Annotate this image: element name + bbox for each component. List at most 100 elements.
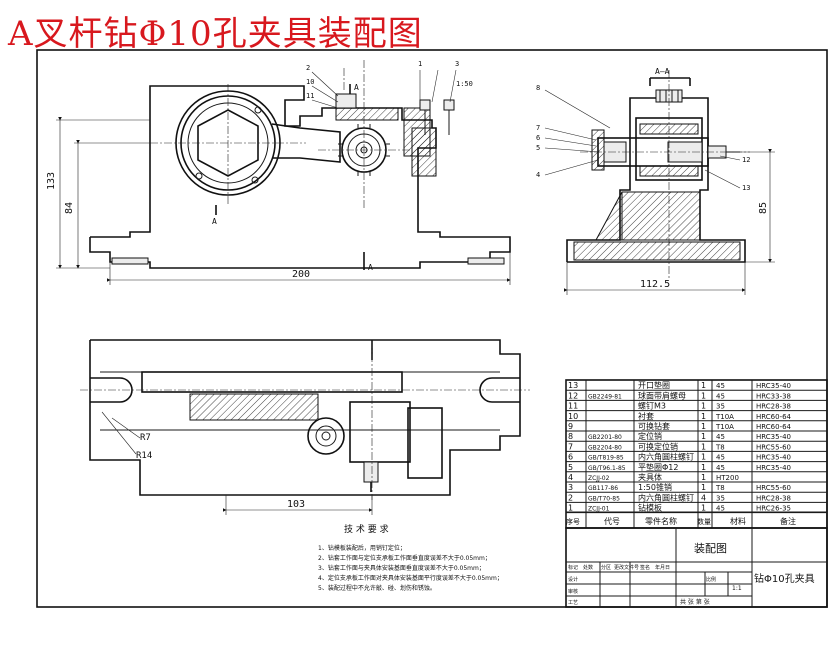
bom-cell: HRC60-64 <box>756 423 792 431</box>
bom-cell: 可换钻套 <box>638 421 670 431</box>
note: 2、钻套工作面与定位支承板工作面垂直度误差不大于0.05mm； <box>318 554 491 562</box>
role-label: 设计 <box>568 576 578 583</box>
callout: 11 <box>306 92 314 100</box>
callout: 13 <box>742 184 750 192</box>
bom-cell: 1 <box>701 412 706 421</box>
bom-cell: GB2249-81 <box>588 393 622 400</box>
plan-view <box>80 339 530 515</box>
callout: 5 <box>536 144 540 152</box>
section-marks: A A A A—A <box>212 67 670 272</box>
callout: 4 <box>536 171 540 179</box>
callout: 3 <box>455 60 459 68</box>
note: 5、装配过程中不允许敲、碰、划伤和锈蚀。 <box>318 584 436 592</box>
bom-cell: 45 <box>716 505 725 513</box>
dim-height-side: 85 <box>758 202 769 214</box>
bom-cell: 1 <box>701 504 706 513</box>
bom-cell: 10 <box>568 412 578 421</box>
drawing-border <box>36 49 828 608</box>
section-mark: A <box>212 217 217 226</box>
callout: 1 <box>418 60 422 68</box>
title-block: 装配图 钻Φ10孔夹具 标记 处数 分区 更改文件号 签名 年月日 设计 审核 … <box>565 527 828 608</box>
role-label: 审核 <box>568 588 578 595</box>
bom-cell: 内六角圆柱螺钉 <box>638 492 694 502</box>
bom-cell: GB/T96.1-85 <box>588 465 626 472</box>
bom-cell: 内六角圆柱螺钉 <box>638 452 694 462</box>
dim-width-side: 112.5 <box>640 279 670 290</box>
bom-cell: GB2204-80 <box>588 444 622 451</box>
bom-header: 数量 <box>697 517 711 526</box>
section-mark: A—A <box>655 67 670 76</box>
bom-cell: HRC28-38 <box>756 494 791 502</box>
callout: 2 <box>306 64 310 72</box>
bom-cell: HT200 <box>716 474 739 482</box>
note: 1、钻模板装配后，用销钉定位； <box>318 544 406 552</box>
bom-header: 零件名称 <box>645 516 677 526</box>
bom-cell: 35 <box>716 403 725 411</box>
bom-cell: T8 <box>715 484 725 492</box>
bom-cell: 夹具体 <box>638 472 662 482</box>
bom-cell: T10A <box>715 423 734 431</box>
note: 4、定位支承板工作面对夹具体安装基面平行度误差不大于0.05mm； <box>318 574 503 582</box>
bom-cell: 1 <box>701 453 706 462</box>
bom-cell: 2 <box>568 493 573 502</box>
scale-label: 比例 <box>706 576 716 583</box>
bom-cell: HRC33-38 <box>756 392 791 400</box>
bom-cell: 1 <box>568 504 573 513</box>
technical-notes: 技 术 要 求 1、钻模板装配后，用销钉定位； 2、钻套工作面与定位支承板工作面… <box>318 523 503 592</box>
bom-cell: 开口垫圈 <box>638 380 670 390</box>
bom-cell: 1 <box>701 381 706 390</box>
callout: 6 <box>536 134 540 142</box>
callout: 8 <box>536 84 540 92</box>
bom-cell: HRC35-40 <box>756 464 791 472</box>
dim-width-plan: 103 <box>287 499 305 510</box>
bom-cell: HRC55-60 <box>756 443 791 451</box>
dim-scale: 1:50 <box>456 80 473 88</box>
bom-cell: 13 <box>568 381 578 390</box>
drawing-title: A叉杆钻Φ10孔夹具装配图 <box>8 14 423 54</box>
sheet-label: 共 张 第 张 <box>680 598 710 606</box>
row-label: 年月日 <box>655 564 670 571</box>
bom-cell: HRC35-40 <box>756 454 791 462</box>
bom-cell: 4 <box>568 473 573 482</box>
bom-cell: 衬套 <box>638 411 654 421</box>
bom-cell: HRC35-40 <box>756 382 791 390</box>
bom-cell: 7 <box>568 442 573 451</box>
section-mark: A <box>354 83 359 92</box>
bom-cell: 钻模板 <box>638 503 662 513</box>
bom-cell: 1 <box>701 422 706 431</box>
bom-cell: HRC60-64 <box>756 413 792 421</box>
bom-cell: GB117-86 <box>588 485 618 492</box>
bom-cell: 35 <box>716 494 725 502</box>
bom-cell: 平垫圈Φ12 <box>638 462 678 472</box>
bom-header: 序号 <box>566 517 580 526</box>
row-label: 处数 <box>583 564 593 571</box>
row-label: 更改文件号 <box>614 564 639 571</box>
drawing-name: 装配图 <box>694 542 727 555</box>
bom-cell: 球面带肩螺母 <box>638 390 686 400</box>
row-label: 签名 <box>640 564 650 571</box>
dimension-labels: 133 84 200 112.5 85 103 R7 R14 1:50 <box>46 80 769 510</box>
bom-cell: GB/T819-85 <box>588 455 624 462</box>
row-label: 分区 <box>601 564 611 571</box>
dim-width-front: 200 <box>292 269 310 280</box>
bom-cell: 9 <box>568 422 573 431</box>
notes-title: 技 术 要 求 <box>344 523 389 535</box>
front-view <box>56 60 511 285</box>
callout: 10 <box>306 78 314 86</box>
bom-cell: HRC55-60 <box>756 484 791 492</box>
bom-cell: 1 <box>701 473 706 482</box>
callout: 7 <box>536 124 540 132</box>
bom-cell: HRC35-40 <box>756 433 791 441</box>
dim-r-large: R14 <box>136 451 152 461</box>
bom-cell: GB/T70-85 <box>588 495 620 502</box>
dim-r-small: R7 <box>140 433 151 443</box>
scale-value: 1:1 <box>732 585 742 592</box>
bom-cell: 6 <box>568 453 573 462</box>
bom-cell: HRC28-38 <box>756 403 791 411</box>
bom-cell: 45 <box>716 433 725 441</box>
part-name: 钻Φ10孔夹具 <box>754 572 815 585</box>
bom-header: 材料 <box>730 516 746 526</box>
bom-cell: 45 <box>716 392 725 400</box>
